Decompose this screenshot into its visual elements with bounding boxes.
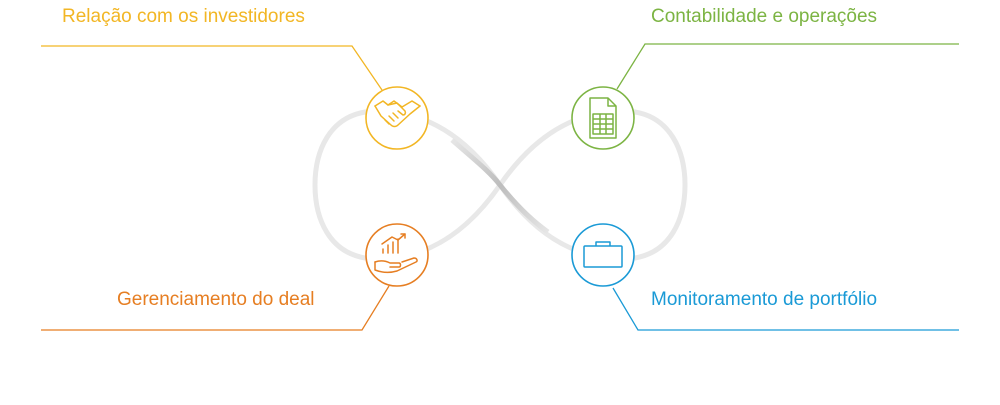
investor-relations-leader-line <box>41 45 383 91</box>
handshake-icon <box>374 100 421 128</box>
briefcase-icon <box>583 241 623 268</box>
portfolio-monitoring-node <box>571 223 959 331</box>
infinity-cross-shade <box>450 138 550 235</box>
investor-relations-node <box>41 45 429 150</box>
portfolio-monitoring-circle <box>571 223 635 287</box>
deal-management-leader-line <box>41 285 390 331</box>
deal-management-circle <box>365 223 429 287</box>
spreadsheet-icon <box>589 97 617 139</box>
accounting-operations-node <box>571 43 959 150</box>
accounting-operations-label: Contabilidade e operações <box>651 6 878 27</box>
investor-relations-label: Relação com os investidores <box>62 6 305 27</box>
portfolio-monitoring-label: Monitoramento de portfólio <box>651 289 878 310</box>
portfolio-monitoring-leader-line <box>612 287 959 331</box>
deal-management-label: Gerenciamento do deal <box>117 289 315 310</box>
deal-management-node <box>41 223 429 331</box>
hand-chart-icon <box>374 233 418 274</box>
accounting-operations-leader-line <box>616 43 959 90</box>
accounting-operations-circle <box>571 86 635 150</box>
